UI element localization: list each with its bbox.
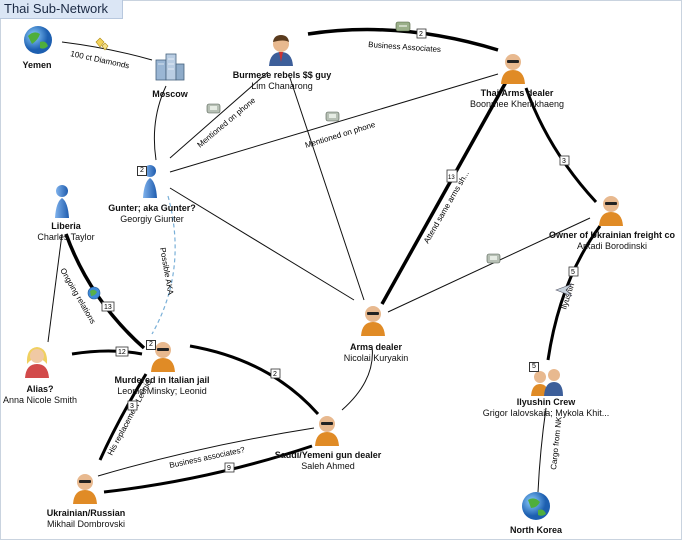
edge-gunter-thai[interactable]: [169, 73, 499, 173]
bald-man-sunglasses-icon: [599, 196, 623, 226]
edge-arms-thai[interactable]: [380, 81, 508, 305]
node-label-murdered: Murdered in Italian jail Leonid Minsky; …: [114, 375, 210, 396]
node-north-korea[interactable]: [520, 490, 552, 527]
edge-alias-murdered[interactable]: [71, 349, 143, 356]
node-label-north-korea: North Korea: [509, 525, 563, 535]
edge-badge-arms-thai: 13: [446, 169, 458, 183]
node-gunter[interactable]: [138, 164, 162, 205]
globe-icon: [24, 26, 52, 54]
bald-man-sunglasses-icon: [315, 416, 339, 446]
bald-man-sunglasses-icon: [151, 342, 175, 372]
edge-thai-owner[interactable]: [524, 87, 598, 204]
node-arms-dealer[interactable]: [358, 302, 388, 343]
edge-badge-burmese-thai: 2: [416, 28, 427, 39]
node-alias[interactable]: [22, 344, 52, 385]
diamonds-icon: [95, 37, 109, 51]
node-label-arms-dealer: Arms dealer Nicolai Kuryakin: [343, 342, 409, 363]
edge-ilyushin-nk[interactable]: [537, 407, 547, 493]
svg-text:3: 3: [562, 158, 566, 165]
node-ukr-russian[interactable]: [70, 470, 100, 511]
edge-badge-owner-ilyushin: 5: [568, 266, 579, 277]
diagram-title: Thai Sub-Network: [0, 0, 123, 19]
edge-label-attend-arms: Attend same arms sh...: [422, 169, 471, 245]
svg-text:3: 3: [130, 403, 134, 410]
edge-label-mentioned-phone-2: Mentioned on phone: [304, 120, 377, 150]
node-label-gunter: Gunter; aka Gunter? Georgiy Giunter: [108, 203, 196, 224]
node-label-owner-ukr: Owner of Ukrainian freight co Arkadi Bor…: [548, 230, 676, 251]
node-label-ukr-russian: Ukrainian/Russian Mikhail Dombrovski: [46, 508, 126, 529]
globe-icon: [522, 492, 550, 520]
edge-badge-alias-murdered: 12: [115, 346, 129, 357]
svg-text:5: 5: [571, 269, 575, 276]
node-badge-murdered: 2: [146, 340, 156, 350]
edge-murdered-ukr[interactable]: [98, 373, 148, 461]
node-yemen[interactable]: [22, 24, 54, 61]
svg-text:13: 13: [104, 304, 112, 311]
edge-label-cargo-nk: Cargo from NK: [549, 416, 564, 471]
node-label-burmese: Burmese rebels $$ guy Lim Chanarong: [232, 70, 332, 91]
edge-ukr-saudi-thick[interactable]: [103, 444, 313, 494]
edge-gunter-moscow[interactable]: [153, 85, 167, 161]
group-people-icon: [531, 369, 563, 396]
node-badge-ilyushin: 5: [529, 362, 539, 372]
handshake-icon: [395, 21, 411, 32]
edge-label-business-associates-q: Business associates?: [169, 445, 247, 470]
node-label-ilyushin: Ilyushin Crew Grigor Ialovskaia; Mykola …: [482, 397, 610, 418]
blue-pawn-icon: [55, 185, 69, 218]
svg-text:13: 13: [448, 175, 455, 181]
bald-man-sunglasses-icon: [361, 306, 385, 336]
node-label-thai-arms: Thai Arms dealer Boonmee Khemkhaeng: [469, 88, 565, 109]
edge-badge-thai-owner: 3: [559, 155, 570, 166]
node-label-liberia: Liberia Charles Taylor: [37, 221, 95, 242]
bald-man-sunglasses-icon: [501, 54, 525, 84]
svg-text:2: 2: [273, 371, 277, 378]
node-label-alias: Alias? Anna Nicole Smith: [2, 384, 78, 405]
node-label-saudi: Saudi/Yemeni gun dealer Saleh Ahmed: [274, 450, 382, 471]
edge-ukr-saudi-thin[interactable]: [97, 427, 315, 477]
node-murdered[interactable]: [148, 338, 178, 379]
edge-label-business-associates: Business Associates: [368, 40, 441, 54]
edge-gunter-arms[interactable]: [169, 187, 355, 301]
phone-icon: [325, 111, 340, 122]
edge-label-possible-aka: Possible AKA: [158, 247, 175, 297]
edge-saudi-arms[interactable]: [341, 345, 373, 411]
svg-text:9: 9: [227, 465, 231, 472]
edge-liberia-alias[interactable]: [47, 233, 63, 343]
edge-gunter-murdered[interactable]: [151, 195, 176, 335]
blue-pawn-icon: [143, 165, 157, 198]
edge-badge-murdered-ukr: 3: [127, 400, 138, 411]
node-saudi[interactable]: [312, 412, 342, 453]
phone-icon: [486, 253, 501, 264]
node-ilyushin[interactable]: [530, 362, 564, 403]
businessman-icon: [269, 35, 293, 66]
edge-label-mentioned-phone-1: Mentioned on phone: [196, 95, 258, 149]
edge-arms-owner[interactable]: [387, 217, 591, 313]
node-label-yemen: Yemen: [22, 60, 52, 70]
edge-yemen-moscow[interactable]: [61, 41, 153, 61]
phone-icon: [206, 103, 221, 114]
node-badge-gunter: 2: [137, 166, 147, 176]
edge-badge-liberia-murdered: 13: [101, 301, 115, 312]
globe-icon: [87, 286, 101, 300]
city-buildings-icon: [155, 53, 185, 81]
edge-badge-ukr-saudi: 9: [224, 462, 235, 473]
node-label-moscow: Moscow: [152, 89, 188, 99]
edge-burmese-arms[interactable]: [289, 77, 365, 301]
node-burmese[interactable]: [266, 32, 296, 73]
node-owner-ukr[interactable]: [596, 192, 626, 233]
airplane-icon: [555, 283, 573, 297]
node-liberia[interactable]: [50, 184, 74, 225]
node-moscow[interactable]: [152, 50, 186, 89]
bald-man-sunglasses-icon: [73, 474, 97, 504]
edge-gunter-burmese[interactable]: [169, 71, 269, 159]
svg-text:12: 12: [118, 349, 126, 356]
edge-badge-murdered-saudi: 2: [270, 368, 281, 379]
blonde-woman-icon: [25, 347, 49, 378]
svg-text:2: 2: [419, 31, 423, 38]
edge-murdered-saudi[interactable]: [189, 344, 320, 415]
node-thai-arms[interactable]: [498, 50, 528, 91]
